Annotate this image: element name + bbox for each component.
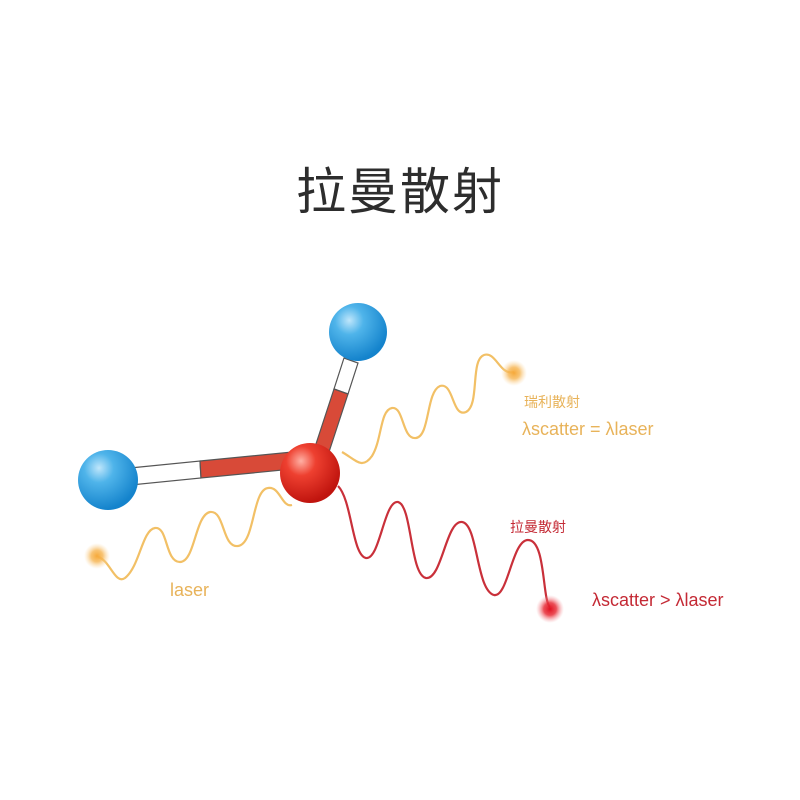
laser-label: laser: [170, 580, 209, 600]
raman-end-dot: [536, 595, 564, 623]
rayleigh-wave: [341, 353, 515, 465]
laser-wave: [97, 486, 293, 581]
bond-left-red: [199, 451, 294, 479]
atom-blue-left: [78, 450, 138, 510]
raman-formula: λscatter > λlaser: [592, 590, 724, 610]
rayleigh-title: 瑞利散射: [524, 395, 580, 411]
rayleigh-end-dot: [501, 360, 527, 386]
molecule: [78, 303, 387, 510]
laser-source-dot: [84, 543, 110, 569]
bond-top-white: [333, 357, 359, 395]
bond-left-white: [129, 460, 202, 486]
rayleigh-formula: λscatter = λlaser: [522, 419, 654, 439]
raman-title: 拉曼散射: [510, 520, 566, 536]
page-title: 拉曼散射: [296, 163, 504, 221]
raman-wave: [337, 485, 551, 608]
atom-red-center: [280, 443, 340, 503]
atom-blue-top: [329, 303, 387, 361]
